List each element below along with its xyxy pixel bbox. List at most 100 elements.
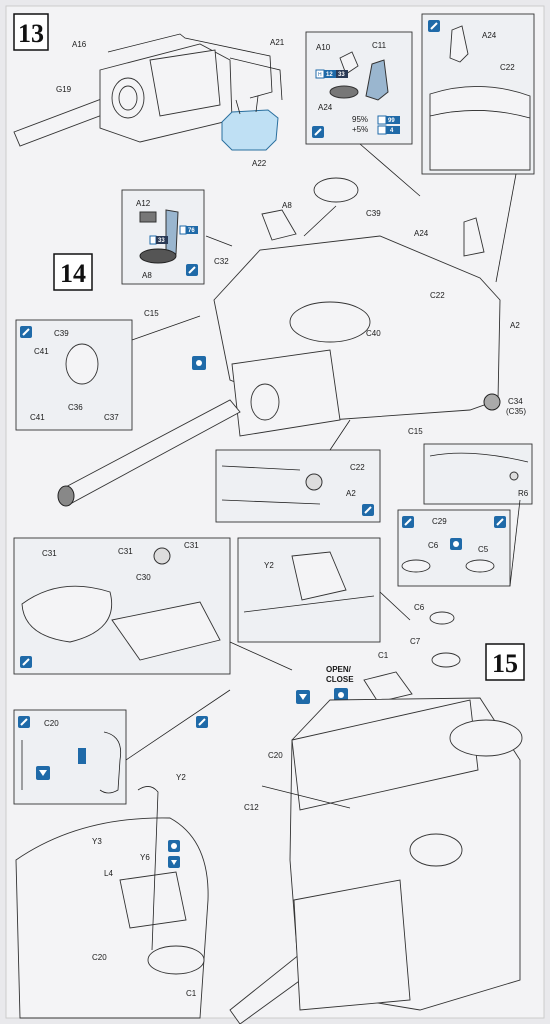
label-y3: Y3	[92, 837, 102, 846]
part-a24-small	[329, 85, 359, 99]
paint-chip-4: 4	[377, 125, 400, 135]
svg-text:4: 4	[390, 128, 394, 134]
svg-text:33: 33	[338, 72, 345, 78]
label-y6: Y6	[140, 853, 150, 862]
part-c20-marker	[78, 748, 86, 764]
part-c1-hatch-left	[21, 585, 113, 643]
part-c7	[431, 652, 461, 668]
svg-text:12: 12	[326, 72, 333, 78]
paint-brush-icon	[196, 716, 208, 728]
part-a22-highlight	[221, 109, 279, 151]
label-a8-main: A8	[282, 201, 292, 210]
label-g19: G19	[56, 85, 72, 94]
label-c32: C32	[214, 257, 229, 266]
part-c39-detail	[65, 343, 99, 385]
label-c20-main: C20	[268, 751, 283, 760]
part-r6	[509, 471, 519, 481]
label-c7: C7	[410, 637, 421, 646]
step13-gun-assembly	[13, 33, 283, 147]
drill-hole-icon	[192, 356, 206, 370]
paint-brush-icon	[494, 516, 506, 528]
label-c1-lower: C1	[186, 989, 197, 998]
paint-brush-icon	[20, 656, 32, 668]
paint-chip-33: 33	[149, 235, 168, 245]
label-close: CLOSE	[326, 675, 354, 684]
part-c30	[153, 547, 171, 565]
label-a8-detail: A8	[142, 271, 152, 280]
paint-brush-icon	[428, 20, 440, 32]
detail-box-c22-a2	[215, 449, 381, 523]
step15-turret-assembly	[229, 697, 523, 1024]
part-c6	[429, 611, 455, 625]
svg-text:33: 33	[158, 238, 165, 244]
label-c35: (C35)	[506, 407, 526, 416]
option-icon	[450, 538, 462, 550]
a22-arrows	[235, 95, 259, 115]
step-13-number: 13	[18, 19, 44, 48]
part-c11	[365, 59, 389, 101]
step-13-box	[13, 13, 49, 51]
label-l4: L4	[104, 869, 113, 878]
label-c36: C36	[68, 403, 83, 412]
svg-text:76: 76	[188, 228, 195, 234]
part-a8	[261, 209, 297, 241]
label-a2-detail: A2	[346, 489, 356, 498]
paint-brush-icon	[362, 504, 374, 516]
label-c31-c: C31	[184, 541, 199, 550]
label-c11: C11	[372, 41, 387, 50]
label-a22: A22	[252, 159, 267, 168]
label-c31-a: C31	[42, 549, 57, 558]
paint-brush-icon	[20, 326, 32, 338]
label-c22-detail: C22	[350, 463, 365, 472]
paint-brush-icon	[186, 264, 198, 276]
label-a2-main: A2	[510, 321, 520, 330]
paint-brush-icon	[312, 126, 324, 138]
label-c15-left: C15	[144, 309, 159, 318]
label-c30: C30	[136, 573, 151, 582]
paint-brush-icon	[18, 716, 30, 728]
label-a10: A10	[316, 43, 331, 52]
paint-brush-icon	[402, 516, 414, 528]
label-a21: A21	[270, 38, 285, 47]
part-c34	[483, 393, 501, 411]
cement-icon	[168, 856, 180, 868]
label-a24-detail: A24	[318, 103, 333, 112]
label-a16: A16	[72, 40, 87, 49]
label-c20-lower: C20	[92, 953, 107, 962]
detail-box-c20	[13, 709, 127, 805]
label-a24-upper: A24	[482, 31, 497, 40]
part-c12	[261, 785, 351, 809]
label-c34: C34	[508, 397, 523, 406]
label-c6-b: C6	[414, 603, 425, 612]
label-c12: C12	[244, 803, 259, 812]
step-15-box	[485, 643, 525, 681]
step-15-number: 15	[492, 649, 518, 678]
part-c6-detail	[401, 559, 431, 573]
label-c41-bottom: C41	[30, 413, 45, 422]
label-c22-upper: C22	[500, 63, 515, 72]
part-c1-hatch-right	[111, 601, 221, 661]
label-a12: A12	[136, 199, 151, 208]
part-a24-upper	[449, 25, 469, 63]
part-a12	[139, 211, 157, 223]
label-a24-main: A24	[414, 229, 429, 238]
label-c1-b: C1	[378, 651, 389, 660]
label-y2-upper: Y2	[264, 561, 274, 570]
label-c20-detail: C20	[44, 719, 59, 728]
part-y2-hatch	[291, 551, 347, 601]
label-c6-a: C6	[428, 541, 439, 550]
label-c15-right: C15	[408, 427, 423, 436]
mix-95: 95%	[352, 115, 368, 124]
label-c31-b: C31	[118, 547, 133, 556]
part-c1-hatch	[363, 671, 413, 703]
cement-icon	[36, 766, 50, 780]
label-c5: C5	[478, 545, 489, 554]
mix-plus5: +5%	[352, 125, 368, 134]
paint-chip-99: 99	[377, 115, 400, 125]
svg-text:H: H	[318, 72, 322, 78]
part-c22-upper	[429, 86, 531, 171]
part-c5	[465, 559, 495, 573]
option-icon	[334, 688, 348, 702]
detail-box-a10-c11	[305, 31, 413, 145]
